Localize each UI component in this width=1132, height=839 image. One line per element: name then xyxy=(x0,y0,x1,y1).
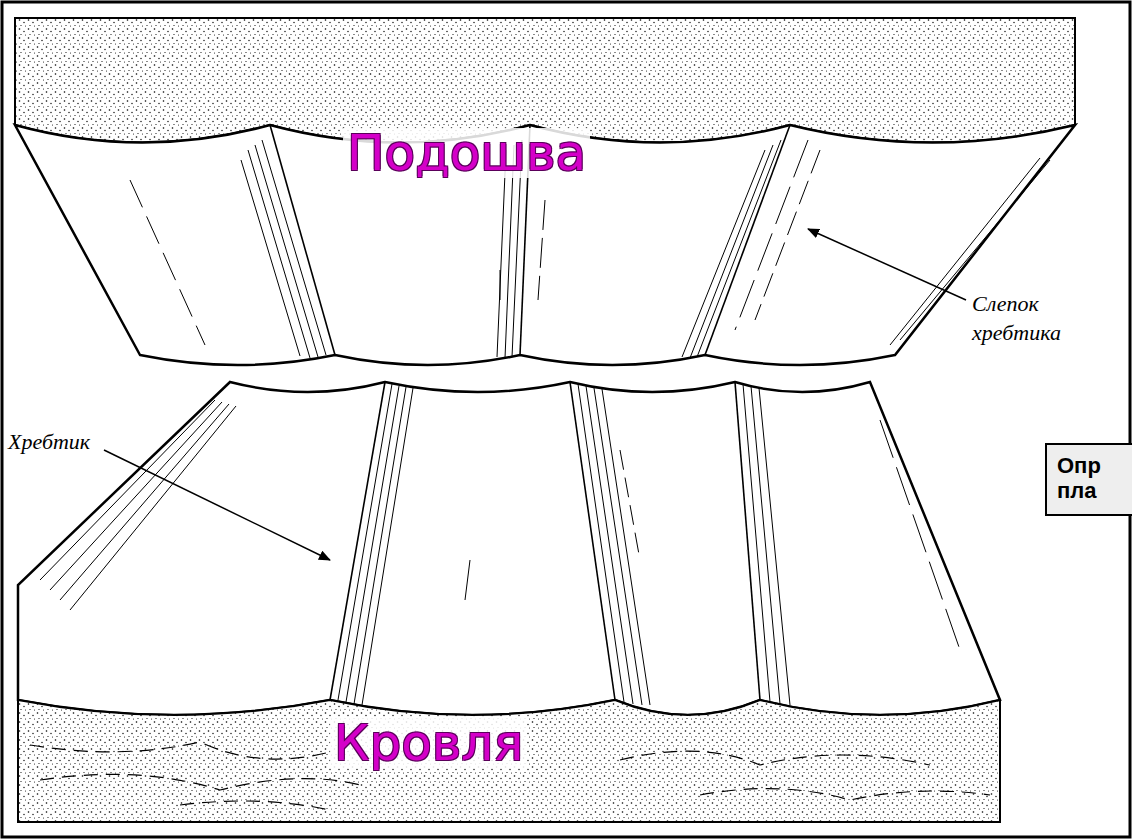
leader-arrow xyxy=(808,229,966,300)
sole-surface xyxy=(15,125,1075,365)
surface-label: Подошва xyxy=(343,128,590,178)
callout-label: Слепок хребтика xyxy=(972,290,1092,347)
sandstone-band xyxy=(15,18,1075,143)
ridge-casts xyxy=(270,125,790,355)
surface-label: Кровля xyxy=(330,718,527,768)
ridges xyxy=(330,382,760,700)
question-box: Опр пла xyxy=(1045,443,1132,516)
box-text: Опр пла xyxy=(1057,453,1109,504)
roof-surface xyxy=(18,382,1000,715)
hatching xyxy=(40,384,960,705)
callout-label: Хребтик xyxy=(8,428,90,457)
sandstone-band xyxy=(18,700,1000,822)
leader-arrow xyxy=(104,450,330,560)
